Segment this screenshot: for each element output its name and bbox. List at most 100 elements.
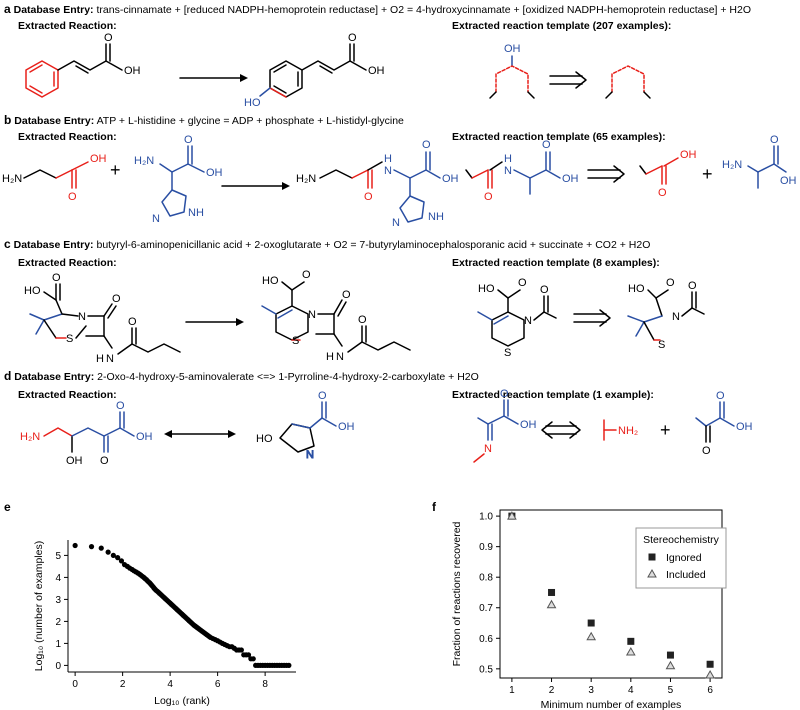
- atom-o: O: [302, 269, 311, 281]
- atom-oh: OH: [338, 421, 355, 433]
- x-tick-label: 5: [668, 685, 674, 696]
- y-tick-label: 2: [55, 617, 61, 628]
- x-tick-label: 3: [588, 685, 594, 696]
- panel-e-letter: e: [4, 500, 11, 514]
- data-point-ignored: [548, 588, 556, 596]
- atom-o: O: [666, 277, 675, 289]
- atom-n: N: [672, 311, 680, 323]
- atom-o: O: [540, 284, 549, 296]
- panel-b-db-text: ATP + L-histidine + glycine = ADP + phos…: [96, 115, 404, 127]
- x-tick-label: 0: [72, 679, 78, 690]
- atom-oh: OH: [504, 43, 521, 55]
- data-point: [115, 555, 121, 561]
- data-point: [88, 544, 95, 550]
- x-tick-label: 1: [509, 685, 515, 696]
- arrow-head: [240, 74, 248, 82]
- atom-h2n: H₂N: [134, 155, 154, 167]
- arrow-head-left: [164, 430, 172, 438]
- data-point: [286, 662, 292, 668]
- atom-o: O: [770, 134, 779, 146]
- data-point-included: [705, 669, 715, 679]
- panel-b-letter: b: [4, 113, 12, 127]
- data-point: [245, 652, 252, 658]
- atom-h2n: H₂N: [296, 173, 316, 185]
- atom-h: H: [326, 351, 334, 363]
- atom-ho: HO: [244, 97, 261, 109]
- atom-oh: OH: [136, 431, 153, 443]
- legend-marker-included: [647, 568, 657, 578]
- atom-n: N: [306, 449, 314, 461]
- atom-n: N: [152, 213, 160, 225]
- atom-ho: HO: [256, 433, 273, 445]
- atom-o: O: [128, 316, 137, 328]
- x-tick-label: 2: [549, 685, 555, 696]
- atom-o: O: [318, 390, 327, 402]
- data-point-ignored: [587, 619, 595, 627]
- panel-a-letter: a: [4, 2, 11, 16]
- legend-marker-ignored: [648, 553, 656, 561]
- atom-ho: HO: [24, 285, 41, 297]
- atom-n: N: [524, 315, 532, 327]
- atom-oh: OH: [780, 175, 797, 187]
- atom-h2n: H₂N: [2, 173, 22, 185]
- data-point-included: [625, 647, 636, 656]
- atom-n: N: [384, 165, 392, 177]
- panel-d-db-entry: d Database Entry: 2-Oxo-4-hydroxy-5-amin…: [4, 369, 479, 383]
- atom-oh: OH: [680, 149, 697, 161]
- data-point-included: [546, 599, 557, 609]
- panel-d-reaction-label: Extracted Reaction:: [18, 389, 117, 401]
- panel-d-reaction-drawing: H₂N OH O O OH HO N O OH O OH: [20, 388, 753, 467]
- atom-ho: HO: [262, 275, 279, 287]
- atom-oh: OH: [442, 173, 459, 185]
- atom-h2n: H₂N: [20, 431, 40, 443]
- atom-o: O: [348, 32, 357, 44]
- atom-oh: OH: [368, 65, 385, 77]
- panel-c-db-label: Database Entry:: [13, 239, 94, 251]
- template-b: O H N O OH O OH + H₂N O OH: [465, 134, 797, 203]
- atom-s: S: [292, 335, 299, 347]
- atom-n: N: [308, 309, 316, 321]
- data-point: [238, 647, 244, 653]
- atom-o: O: [716, 390, 725, 402]
- y-tick-label: 5: [55, 551, 61, 562]
- atom-o: O: [658, 187, 667, 199]
- y-tick-label: 1.0: [479, 512, 493, 523]
- panel-a-db-text: trans-cinnamate + [reduced NADPH-hemopro…: [96, 4, 752, 16]
- atom-o: O: [422, 139, 431, 151]
- panel-c-db-entry: c Database Entry: butyryl-6-aminopenicil…: [4, 237, 650, 251]
- atom-s: S: [504, 347, 511, 359]
- y-tick-label: 1: [55, 639, 61, 650]
- atom-n: N: [484, 443, 492, 455]
- atom-o: O: [112, 293, 121, 305]
- x-tick-label: 8: [262, 679, 268, 690]
- pyrroline-molecule: HO N O OH: [256, 390, 355, 462]
- data-point-included: [665, 660, 676, 670]
- template-c: HO O S N O HO O S N O: [477, 277, 705, 359]
- atom-oh: OH: [736, 421, 753, 433]
- panel-a-template-label: Extracted reaction template (207 example…: [452, 20, 672, 32]
- data-point: [118, 558, 125, 564]
- y-tick-label: 0.9: [479, 542, 493, 553]
- x-tick-label: 4: [167, 679, 173, 690]
- atom-nh: N: [106, 353, 114, 365]
- arrow-head: [236, 318, 244, 326]
- histidine-molecule: H₂N O OH NH N: [134, 134, 223, 225]
- legend-entry: Included: [666, 569, 706, 581]
- panel-a-reaction-drawing: O OH HO O OH OH: [25, 32, 651, 109]
- panel-b-db-label: Database Entry:: [14, 115, 95, 127]
- x-tick-label: 4: [628, 685, 634, 696]
- panel-c-reaction-label: Extracted Reaction:: [18, 257, 117, 269]
- atom-o: O: [358, 314, 367, 326]
- data-point-included: [586, 631, 597, 641]
- atom-oh: OH: [206, 167, 223, 179]
- atom-o: O: [500, 388, 509, 400]
- atom-oh: OH: [66, 455, 83, 467]
- x-tick-label: 6: [215, 679, 221, 690]
- template-a: OH: [489, 43, 651, 99]
- panel-c-template-label: Extracted reaction template (8 examples)…: [452, 257, 660, 269]
- panel-a-db-entry: a Database Entry: trans-cinnamate + [red…: [4, 2, 751, 16]
- panel-c-db-text: butyryl-6-aminopenicillanic acid + 2-oxo…: [96, 239, 651, 251]
- y-tick-label: 4: [55, 573, 61, 584]
- arrow-head: [282, 182, 290, 190]
- cephalosporin-molecule: HO O S N O N H O: [261, 269, 411, 363]
